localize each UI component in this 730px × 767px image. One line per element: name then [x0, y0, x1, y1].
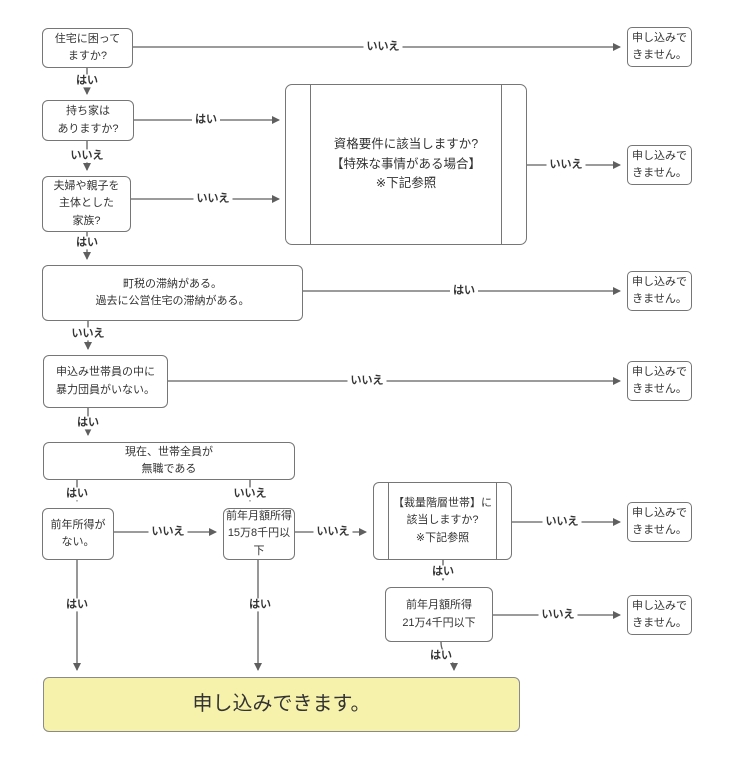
node-housing-trouble: 住宅に困って ますか?	[42, 28, 133, 68]
edge-label-no-family: いいえ	[193, 192, 233, 206]
edge-label-no-noincome: いいえ	[148, 525, 188, 539]
edge-label-yes-unemployed: はい	[63, 487, 91, 501]
edge-label-yes-ownhome: はい	[192, 113, 220, 127]
node-monthly-income-214: 前年月額所得 21万4千円以下	[385, 587, 493, 642]
node-result-ng-6: 申し込みで きません。	[627, 595, 692, 635]
subroutine-rail-right	[501, 85, 502, 244]
edge-label-no-income214: いいえ	[538, 608, 578, 622]
edge-label-yes-noincome-ok: はい	[63, 598, 91, 612]
node-no-income: 前年所得が ない。	[42, 508, 114, 560]
edge-label-no-qualification: いいえ	[546, 158, 586, 172]
node-result-ng-1: 申し込みで きません。	[627, 27, 692, 67]
node-family-unit: 夫婦や親子を 主体とした 家族?	[42, 176, 131, 232]
node-discretionary-household-label: 【裁量階層世帯】に 該当しますか? ※下記参照	[393, 497, 492, 544]
node-tax-arrears: 町税の滞納がある。 過去に公営住宅の滞納がある。	[42, 265, 303, 321]
subroutine-rail-left	[310, 85, 311, 244]
node-qualification-special: 資格要件に該当しますか? 【特殊な事情がある場合】 ※下記参照	[285, 84, 527, 245]
node-gang-member: 申込み世帯員の中に 暴力団員がいない。	[43, 355, 168, 408]
edge-label-yes-discretion: はい	[429, 565, 457, 579]
node-result-ok: 申し込みできます。	[43, 677, 520, 732]
subroutine-rail-left	[388, 483, 389, 559]
edge-label-no-housing: いいえ	[363, 40, 403, 54]
node-monthly-income-158: 前年月額所得 15万8千円以下	[223, 508, 295, 560]
edge-label-yes-income214-ok: はい	[427, 649, 455, 663]
edge-label-no-income158: いいえ	[313, 525, 353, 539]
node-discretionary-household: 【裁量階層世帯】に 該当しますか? ※下記参照	[373, 482, 512, 560]
edge-label-no-unemployed: いいえ	[230, 487, 270, 501]
node-result-ng-2: 申し込みで きません。	[627, 145, 692, 185]
node-result-ng-4: 申し込みで きません。	[627, 361, 692, 401]
node-qualification-special-label: 資格要件に該当しますか? 【特殊な事情がある場合】 ※下記参照	[330, 137, 481, 191]
edge-label-yes-housing: はい	[73, 74, 101, 88]
edge-label-yes-family: はい	[73, 236, 101, 250]
edge-label-yes-income158-ok: はい	[246, 598, 274, 612]
node-result-ng-3: 申し込みで きません。	[627, 271, 692, 311]
edge-label-no-tax: いいえ	[68, 327, 108, 341]
edge-label-yes-gang: はい	[74, 416, 102, 430]
edge-label-no-discretion: いいえ	[542, 515, 582, 529]
edge-label-no-ownhome: いいえ	[67, 149, 107, 163]
node-all-unemployed: 現在、世帯全員が 無職である	[43, 442, 295, 480]
edge-label-yes-tax: はい	[450, 284, 478, 298]
edge-label-no-gang: いいえ	[347, 374, 387, 388]
subroutine-rail-right	[496, 483, 497, 559]
node-result-ng-5: 申し込みで きません。	[627, 502, 692, 542]
node-own-home: 持ち家は ありますか?	[42, 100, 134, 141]
